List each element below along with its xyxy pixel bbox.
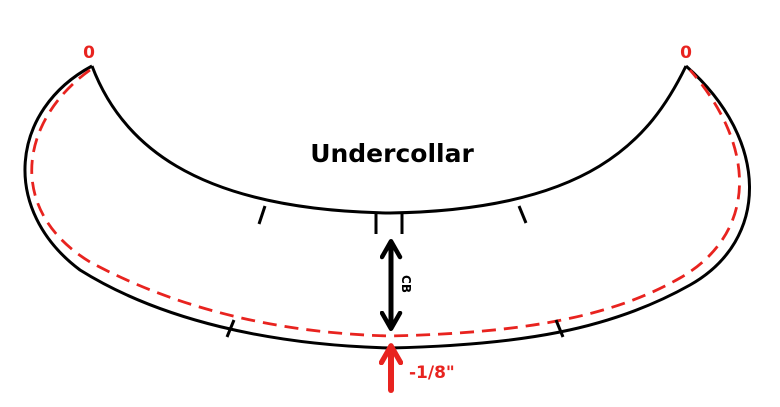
- inner-notch-left: [257, 205, 267, 225]
- outer-notch-right: [554, 319, 565, 338]
- collar-outer-edge: [23, 64, 751, 350]
- adjustment-label: -1/8": [409, 363, 455, 383]
- left-zero-label: 0: [83, 43, 95, 63]
- collar-inner-edge: [90, 65, 688, 215]
- center-back-label: CB: [399, 275, 413, 293]
- inner-notch-right: [517, 205, 528, 224]
- right-zero-label: 0: [680, 43, 692, 63]
- adjusted-seam-line: [30, 68, 741, 338]
- diagram-title: Undercollar: [310, 139, 474, 168]
- outer-notch-left: [225, 319, 236, 338]
